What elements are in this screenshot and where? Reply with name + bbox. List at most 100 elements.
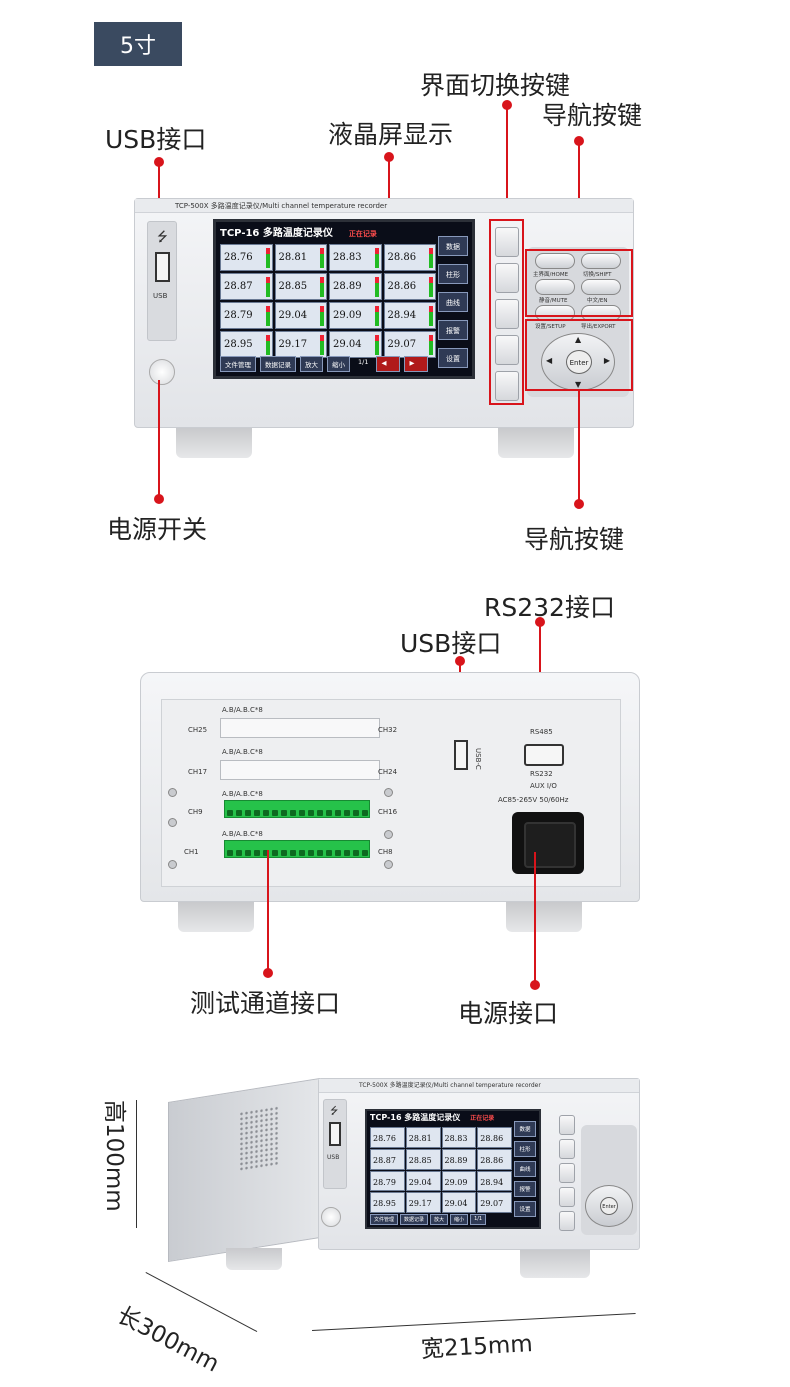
persp-side-button[interactable]: 设置 [514, 1201, 536, 1217]
level-bar [265, 335, 270, 355]
key-home[interactable] [535, 253, 575, 269]
persp-side-button[interactable]: 曲线 [514, 1161, 536, 1177]
channel-cell: 29.07 [383, 331, 436, 358]
level-bar [320, 306, 324, 326]
terminal-pin [236, 850, 242, 856]
lcd-prev-arrow[interactable]: ◀ [376, 356, 401, 372]
screw-icon [168, 818, 177, 827]
up-arrow-icon[interactable]: ▲ [575, 335, 582, 344]
persp-side-key[interactable] [559, 1163, 575, 1183]
lcd-side-button[interactable]: 设置 [438, 348, 468, 368]
terminal-pin [263, 850, 269, 856]
terminal-block[interactable] [224, 800, 370, 818]
front-usb-port[interactable] [155, 252, 170, 282]
terminal-pin [272, 850, 278, 856]
lcd-side-buttons: 数据柱形曲线报警设置 [438, 236, 468, 368]
key-mute-label: 静音/MUTE [539, 298, 568, 304]
persp-side-key[interactable] [559, 1115, 575, 1135]
channel-label: CH32 [378, 726, 398, 734]
left-arrow-icon[interactable]: ◀ [546, 356, 553, 365]
persp-keypad: Enter [581, 1125, 637, 1235]
key-export-label: 导出/EXPORT [581, 324, 616, 330]
channel-cell: 28.87 [220, 273, 273, 300]
persp-channel-value: 28.86 [477, 1148, 512, 1170]
terminal-pin [353, 850, 359, 856]
persp-side-key[interactable] [559, 1187, 575, 1207]
callout-front-usb: USB接口 [105, 125, 207, 154]
channel-label: CH16 [378, 808, 398, 816]
persp-channel-value: 29.17 [405, 1192, 441, 1213]
power-socket[interactable] [512, 812, 584, 874]
terminal-pin [254, 810, 260, 816]
terminal-block[interactable] [224, 840, 370, 858]
lcd-btn-zoom-out[interactable]: 缩小 [327, 356, 350, 372]
callout-dot [263, 968, 273, 978]
level-bar [374, 277, 379, 297]
key-lang[interactable] [581, 279, 621, 295]
persp-side-key[interactable] [559, 1211, 575, 1231]
persp-enter-button[interactable]: Enter [600, 1197, 618, 1215]
persp-channel-value: 28.95 [370, 1192, 405, 1213]
screw-icon [384, 830, 393, 839]
terminal-pin [326, 850, 332, 856]
rs232-port[interactable] [524, 744, 564, 766]
persp-bottom-button[interactable]: 数据记录 [400, 1214, 429, 1225]
lcd-side-button[interactable]: 报警 [438, 320, 468, 340]
down-arrow-icon[interactable]: ▼ [575, 380, 582, 389]
level-bar [265, 248, 270, 268]
channel-value: 28.86 [387, 281, 417, 292]
persp-direction-pad[interactable]: Enter [585, 1185, 633, 1227]
lcd-btn-file[interactable]: 文件管理 [220, 356, 256, 372]
persp-side-key[interactable] [559, 1139, 575, 1159]
persp-side-button[interactable]: 柱形 [514, 1141, 536, 1157]
key-shift[interactable] [581, 253, 621, 269]
channel-cell: 29.04 [274, 302, 327, 329]
channel-value: 28.83 [333, 252, 362, 263]
enter-button[interactable]: Enter [566, 350, 592, 374]
callout-dot [530, 980, 540, 990]
lcd-btn-record[interactable]: 数据记录 [260, 356, 296, 372]
channel-cell: 29.09 [329, 302, 382, 329]
persp-side-button[interactable]: 数据 [514, 1121, 536, 1137]
persp-channel-value: 28.89 [441, 1148, 477, 1170]
switch-key[interactable] [495, 227, 519, 257]
channel-value: 28.85 [278, 281, 308, 292]
channel-value: 28.76 [224, 252, 253, 263]
key-mute[interactable] [535, 279, 575, 295]
terminal-pin [281, 850, 287, 856]
persp-bottom-button[interactable]: 放大 [430, 1214, 449, 1225]
terminal-pin [344, 850, 350, 856]
lcd-side-button[interactable]: 数据 [438, 236, 468, 256]
lcd-side-button[interactable]: 柱形 [438, 264, 468, 284]
level-bar [429, 248, 433, 268]
rear-usb-port[interactable] [454, 740, 468, 770]
persp-side-button[interactable]: 报警 [514, 1181, 536, 1197]
device-foot [226, 1248, 282, 1270]
persp-side-buttons: 数据柱形曲线报警设置 [514, 1121, 536, 1217]
right-arrow-icon[interactable]: ▶ [603, 356, 610, 365]
callout-test-channels: 测试通道接口 [190, 989, 341, 1018]
switch-key[interactable] [495, 335, 519, 365]
level-bar [374, 306, 379, 326]
callout-nav-top: 导航按键 [542, 101, 643, 130]
channel-cell: 28.95 [220, 331, 273, 358]
row-type-label: A.B/A.B.C*8 [222, 790, 263, 798]
persp-power-button[interactable] [321, 1207, 341, 1227]
persp-channel-value: 28.94 [477, 1170, 512, 1192]
switch-key[interactable] [495, 299, 519, 329]
lcd-next-arrow[interactable]: ▶ [404, 356, 429, 372]
highlight-switch-keys [489, 219, 524, 405]
switch-key[interactable] [495, 263, 519, 293]
lcd-btn-zoom-in[interactable]: 放大 [300, 356, 323, 372]
callout-leader [578, 141, 580, 249]
persp-bottom-button[interactable]: 缩小 [450, 1214, 469, 1225]
lcd-side-button[interactable]: 曲线 [438, 292, 468, 312]
nav-keypad: 主界面/HOME 切换/SHIFT 静音/MUTE 中文/EN 设置/SETUP… [527, 247, 629, 397]
persp-bottom-button[interactable]: 文件管理 [370, 1214, 399, 1225]
persp-bottom-button[interactable]: 1/1 [470, 1214, 487, 1225]
power-switch-button[interactable] [149, 359, 175, 385]
switch-key[interactable] [495, 371, 519, 401]
persp-usb-port[interactable] [329, 1122, 341, 1146]
